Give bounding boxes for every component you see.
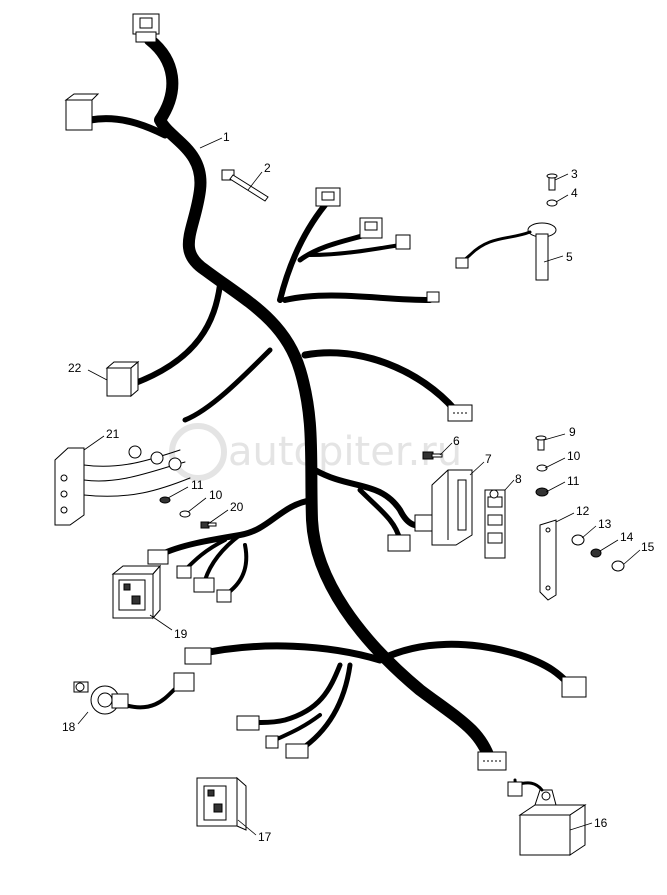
callout-18: 18 bbox=[62, 720, 76, 734]
main-harness bbox=[86, 34, 574, 766]
nuts-washers bbox=[571, 534, 625, 572]
callout-13: 13 bbox=[598, 517, 612, 531]
callout-14: 14 bbox=[620, 530, 634, 544]
screw-6 bbox=[422, 451, 443, 460]
callout-1: 1 bbox=[223, 130, 230, 144]
callout-17: 17 bbox=[258, 830, 272, 844]
callout-4: 4 bbox=[571, 186, 578, 200]
callout-11a: 11 bbox=[567, 474, 580, 488]
callout-3: 3 bbox=[571, 167, 578, 181]
callout-5: 5 bbox=[566, 250, 573, 264]
bracket-7 bbox=[431, 469, 473, 546]
fuse-block-8 bbox=[484, 489, 506, 559]
callout-11b: 11 bbox=[191, 478, 204, 492]
callout-7: 7 bbox=[485, 452, 492, 466]
callout-9: 9 bbox=[569, 425, 576, 439]
relay-22 bbox=[105, 360, 140, 398]
connector-lower-left bbox=[147, 549, 232, 603]
terminal-block-21 bbox=[54, 445, 191, 526]
connector-mid-right bbox=[426, 291, 440, 303]
buzzer-16 bbox=[507, 778, 587, 856]
connector-top bbox=[132, 13, 160, 43]
bracket-12 bbox=[539, 519, 557, 601]
washers-left bbox=[159, 496, 191, 518]
ignition-switch-18 bbox=[73, 681, 129, 715]
bolt-washer-sensor bbox=[455, 173, 558, 281]
bolt-washers-right bbox=[535, 435, 549, 497]
connector-upper-a bbox=[315, 187, 341, 207]
callout-12: 12 bbox=[576, 504, 590, 518]
connectors bbox=[64, 13, 587, 771]
callout-19: 19 bbox=[174, 627, 188, 641]
callout-20: 20 bbox=[230, 500, 244, 514]
callout-labels: 1 2 3 4 5 6 7 8 9 10 11 12 13 14 15 16 1… bbox=[62, 130, 655, 844]
callout-10a: 10 bbox=[567, 449, 581, 463]
connector-right-a bbox=[447, 404, 473, 422]
connector-left bbox=[64, 93, 100, 131]
cable-tie bbox=[221, 169, 269, 202]
screw-20 bbox=[200, 521, 217, 529]
callout-21: 21 bbox=[106, 427, 120, 441]
callout-16: 16 bbox=[594, 816, 608, 830]
callout-2: 2 bbox=[264, 161, 271, 175]
switch-19 bbox=[111, 564, 162, 620]
callout-10b: 10 bbox=[209, 488, 223, 502]
connector-upper-b bbox=[359, 217, 383, 239]
callout-15: 15 bbox=[641, 540, 655, 554]
connector-lower-row bbox=[184, 647, 587, 771]
callout-22: 22 bbox=[68, 361, 82, 375]
leader-lines bbox=[77, 137, 641, 836]
switch-17 bbox=[196, 776, 247, 831]
connector-upper-c bbox=[395, 234, 411, 250]
callout-6: 6 bbox=[453, 434, 460, 448]
callout-8: 8 bbox=[515, 472, 522, 486]
connector-ignition bbox=[173, 672, 195, 692]
connector-7-side bbox=[387, 514, 436, 552]
